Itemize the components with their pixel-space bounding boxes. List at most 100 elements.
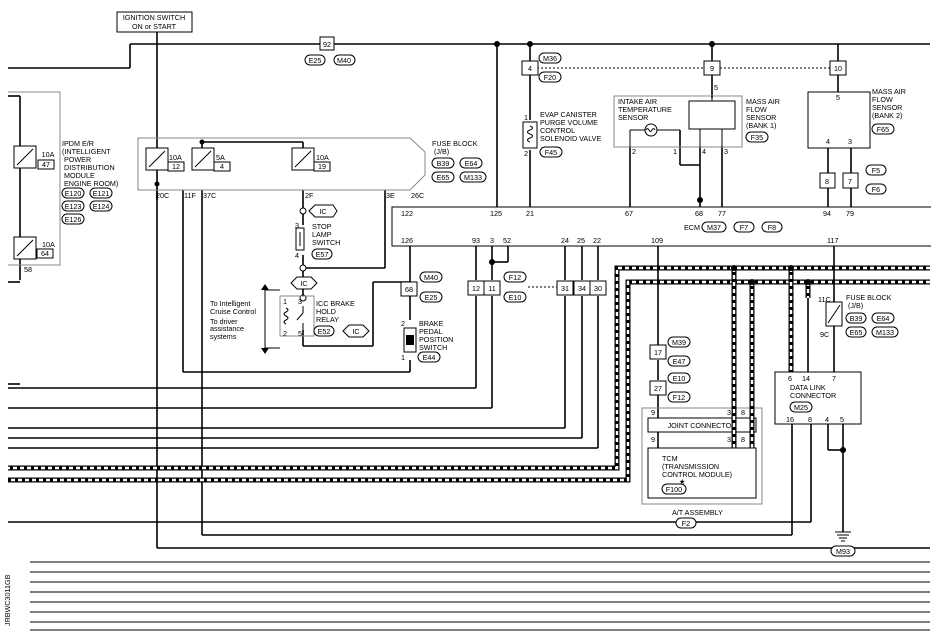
- fuse-block-right: 11C 9C FUSE BLOCK (J/B) B39 E64 E65 M133: [818, 293, 899, 339]
- fuse-right-code0: B39: [850, 314, 863, 323]
- tcm-chain-17-c1: M39: [672, 338, 686, 347]
- ignition-switch-line1: IGNITION SWITCH: [123, 13, 185, 22]
- maf2-line2: SENSOR: [872, 103, 902, 112]
- fuse-right-code2: E65: [850, 328, 863, 337]
- dlc-pin-14: 14: [802, 374, 810, 383]
- shielded-can-lines: [8, 265, 930, 483]
- wires: [8, 32, 930, 631]
- tcm-chain-27-c1: E10: [673, 374, 686, 383]
- ecm-pin-94: 94: [823, 209, 831, 218]
- ecm-pin-122: 122: [401, 209, 413, 218]
- at-assembly-label: A/T ASSEMBLY: [672, 508, 723, 517]
- ecm-pin-109: 109: [651, 236, 663, 245]
- fuse-right-code3: M133: [876, 328, 894, 337]
- pin-20c: 20C: [156, 191, 169, 200]
- brake-line0: BRAKE: [419, 319, 444, 328]
- maf2-pin-4: 4: [826, 137, 830, 146]
- evap-solenoid: 1 2 EVAP CANISTER PURGE VOLUME CONTROL S…: [522, 110, 601, 158]
- ic-label-mid-text: IC: [300, 279, 307, 288]
- brake-pin-top: 2: [401, 319, 405, 328]
- maf2-line1: FLOW: [872, 95, 893, 104]
- maf2-pin-3: 3: [848, 137, 852, 146]
- dlc-pin-6: 6: [788, 374, 792, 383]
- fuse-block-top-code3: M133: [464, 173, 482, 182]
- dlc-line0: DATA LINK: [790, 383, 826, 392]
- dlc-line1: CONNECTOR: [790, 391, 836, 400]
- tcm-chain-connectors: 17 M39 E47 27 E10 F12: [649, 336, 691, 403]
- connector-10: 10: [829, 60, 847, 76]
- jc-pin-8-bot: 8: [741, 435, 745, 444]
- stop-lamp-line1: LAMP: [312, 230, 332, 239]
- ecm-pin-79: 79: [846, 209, 854, 218]
- ipdm-code-1: E121: [93, 189, 110, 198]
- connector-7-num: 7: [848, 177, 852, 186]
- ic-label-mid: IC: [290, 276, 318, 290]
- ecm: 122 125 21 67 68 77 94 79 ECM M37 F7 F8 …: [391, 206, 931, 247]
- ignition-switch-line2: ON or START: [132, 22, 177, 31]
- fuse-right-label2: (J/B): [848, 301, 863, 310]
- maf-bank1-sensor: INTAKE AIR TEMPERATURE SENSOR 2 1 4 3 5 …: [613, 83, 780, 156]
- evap-line1: PURGE VOLUME: [540, 118, 598, 127]
- ecm-pin-68: 68: [695, 209, 703, 218]
- ecm-pin-125: 125: [490, 209, 502, 218]
- ipdm-code-4: E126: [65, 215, 82, 224]
- brake-code: E44: [423, 353, 436, 362]
- icc-line1: HOLD: [316, 307, 336, 316]
- brake-pedal-switch: 2 1 BRAKE PEDAL POSITION SWITCH E44: [401, 319, 453, 363]
- icc-pin-1: 1: [283, 297, 287, 306]
- ecm-label: ECM: [684, 223, 700, 232]
- connector-92: 92 E25 M40: [304, 36, 356, 66]
- joint-connector-label: JOINT CONNECTOR: [668, 421, 737, 430]
- stop-lamp-pin-bot: 4: [295, 251, 299, 260]
- evap-line0: EVAP CANISTER: [540, 110, 597, 119]
- icc-brake-hold-relay: 1 3 2 5 ICC BRAKE HOLD RELAY E52 IC To I…: [210, 284, 370, 354]
- maf1-code: F35: [751, 133, 763, 142]
- connector-31-34-30: 31 34 30: [556, 280, 607, 296]
- stop-lamp-line0: STOP: [312, 222, 332, 231]
- ic-label-top: IC: [308, 204, 338, 218]
- brake-pin-bot: 1: [401, 353, 405, 362]
- ipdm-fuse2-amp: 10A: [42, 240, 55, 249]
- brake-line1: PEDAL: [419, 327, 443, 336]
- maf2-pin-5: 5: [836, 93, 840, 102]
- fuse-5a-4-num: 4: [220, 162, 224, 171]
- pin-3e: 3E: [386, 191, 395, 200]
- brake-line3: SWITCH: [419, 343, 447, 352]
- tcm-chain-17: 17: [654, 348, 662, 357]
- ecm-code-0: M37: [707, 223, 721, 232]
- icc-ic-text: IC: [352, 327, 359, 336]
- ipdm-fuse1-amp: 10A: [42, 150, 55, 159]
- to-intelligent-0: To Intelligent: [210, 299, 250, 308]
- fuse-right-11c: 11C: [818, 295, 831, 304]
- ipdm-line-0: IPDM E/R: [62, 139, 94, 148]
- connector-8-num: 8: [825, 177, 829, 186]
- at-assembly-code: F2: [682, 519, 690, 528]
- ecm-pin-52: 52: [503, 236, 511, 245]
- maf1-pin-3: 3: [724, 147, 728, 156]
- stop-lamp-code: E57: [316, 250, 329, 259]
- connector-11-num: 11: [488, 284, 495, 293]
- fuse-block-top-label2: (J/B): [434, 147, 449, 156]
- fuse-right-9c: 9C: [820, 330, 829, 339]
- ipdm-code-0: E120: [65, 189, 82, 198]
- maf2-code: F65: [877, 125, 889, 134]
- ic-label-text: IC: [319, 207, 326, 216]
- at-assembly: JOINT CONNECTOR 9 3 8 9 3 8 TCM (TRANSMI…: [641, 402, 763, 529]
- tcm-star: ★: [679, 477, 685, 486]
- connector-9: 9: [703, 60, 721, 76]
- ecm-pin-93: 93: [472, 236, 480, 245]
- connector-68-c2: E25: [425, 293, 438, 302]
- connector-68: 68 M40 E25: [400, 271, 443, 303]
- icc-pin-5: 5: [298, 329, 302, 338]
- maf2-line0: MASS AIR: [872, 87, 906, 96]
- ignition-switch-box: IGNITION SWITCH ON or START: [116, 11, 193, 33]
- ecm-pin-24: 24: [561, 236, 569, 245]
- fuse-block-top-code1: E64: [465, 159, 478, 168]
- connector-4-num: 4: [528, 64, 532, 73]
- ecm-pin-25: 25: [577, 236, 585, 245]
- connector-4-c2: F20: [544, 73, 556, 82]
- stop-lamp-switch: 3 4 STOP LAMP SWITCH E57: [295, 221, 340, 260]
- maf1-pin-4: 4: [702, 147, 706, 156]
- jc-pin-3-top: 3: [727, 408, 731, 417]
- connector-30-num: 30: [594, 284, 602, 293]
